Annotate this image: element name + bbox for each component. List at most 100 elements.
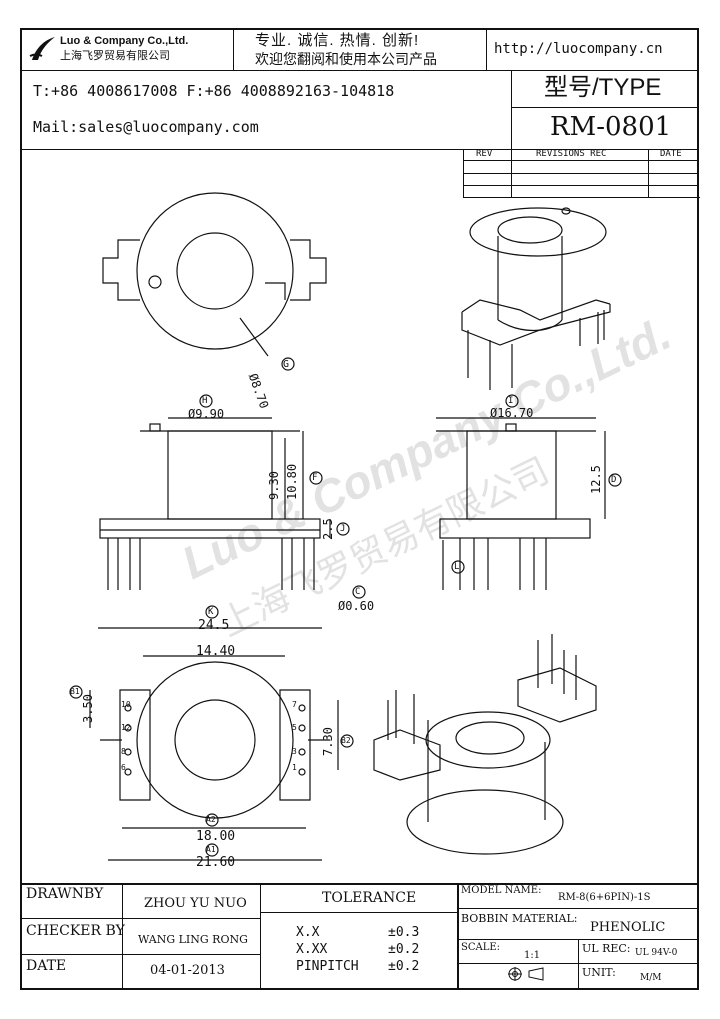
- slogan-line-2: 欢迎您翻阅和使用本公司产品: [255, 51, 437, 67]
- model-name-value: RM-8(6+6PIN)-1S: [558, 892, 651, 903]
- company-name-cn: 上海飞罗贸易有限公司: [60, 50, 170, 62]
- bottom-view: [69, 605, 354, 861]
- scale-value: 1:1: [524, 950, 541, 961]
- pin-label: 1: [292, 763, 297, 772]
- header-bottom-line: [20, 149, 699, 150]
- footer-vline: [122, 883, 123, 990]
- label-a2-circle: [205, 813, 219, 827]
- website-link[interactable]: http://luocompany.cn: [494, 41, 663, 57]
- label-g-circle: [281, 357, 295, 371]
- dim-c-letter: C: [355, 587, 361, 597]
- dim-b1-letter: B1: [70, 687, 80, 696]
- iso-view-2: [373, 634, 597, 855]
- checker-value: WANG LING RONG: [138, 933, 248, 946]
- slogan-line-1: 专业. 诚信. 热情. 创新!: [255, 32, 420, 49]
- revisions-row-line: [463, 160, 699, 161]
- dim-h-value: Ø9.90: [188, 407, 225, 421]
- bobbin-material-value: PHENOLIC: [590, 920, 666, 935]
- footer-hline: [20, 954, 260, 955]
- tol-row-2-val: ±0.2: [388, 959, 420, 974]
- header-divider: [20, 70, 699, 71]
- tol-row-2-key: PINPITCH: [296, 959, 359, 974]
- tol-row-0-key: X.X: [296, 925, 320, 940]
- dim-a1-letter: A1: [206, 845, 216, 854]
- drawn-by-label: DRAWNBY: [26, 886, 104, 902]
- ul-rec-value: UL 94V-0: [635, 948, 678, 958]
- pin-label: 12: [121, 723, 131, 732]
- footer-hline: [260, 912, 457, 913]
- revisions-rec-header: REVISIONS REC: [536, 149, 607, 159]
- dim-l-letter: L: [454, 562, 460, 572]
- dim-b1-value: 3.50: [81, 694, 95, 723]
- dim-k-letter: K: [208, 607, 214, 617]
- label-c-circle: [352, 585, 366, 599]
- dim-c-value: Ø0.60: [338, 599, 375, 613]
- dim-b2-letter: B2: [341, 736, 351, 745]
- dim-a1-value: 21.60: [196, 855, 236, 870]
- revisions-col-line: [648, 149, 649, 197]
- unit-label: UNIT:: [582, 966, 616, 979]
- revisions-row-line: [463, 185, 699, 186]
- ul-rec-label: UL REC:: [582, 942, 631, 955]
- dim-top-value: 14.40: [196, 644, 236, 659]
- checker-label: CHECKER BY: [26, 923, 125, 939]
- rev-header: REV: [476, 149, 493, 159]
- dim-i-letter: I: [508, 396, 514, 406]
- label-l-circle: [451, 560, 465, 574]
- footer-vline: [457, 883, 459, 990]
- company-name-en: Luo & Company Co.,Ltd.: [60, 35, 189, 47]
- label-f-circle: [309, 471, 323, 485]
- drawing-frame: [20, 28, 699, 990]
- pin-label: 7: [292, 700, 297, 709]
- dim-d-value: 12.5: [589, 465, 603, 494]
- bobbin-material-label: BOBBIN MATERIAL:: [461, 912, 578, 925]
- header-vline-3: [511, 70, 512, 149]
- pin-label: 3: [292, 747, 297, 756]
- label-h-circle: [199, 394, 213, 408]
- pin-label: 5: [292, 723, 297, 732]
- date-value: 04-01-2013: [150, 963, 225, 978]
- front-view: [99, 394, 366, 599]
- revisions-col-line: [511, 149, 512, 197]
- label-b1-circle: [69, 685, 83, 699]
- footer-hline: [457, 908, 699, 909]
- dim-h-letter: H: [202, 396, 208, 406]
- footer-top-line: [20, 883, 699, 885]
- footer-vline: [578, 939, 579, 990]
- dim-g-letter: G: [283, 359, 290, 370]
- iso-view-1: [461, 207, 611, 390]
- model-number: RM-0801: [550, 112, 672, 142]
- date-label: DATE: [26, 958, 67, 974]
- drawn-by-value: ZHOU YU NUO: [144, 896, 247, 911]
- footer-hline: [20, 918, 260, 919]
- dim-b2-value: 7.30: [321, 727, 335, 756]
- dim-d-letter: D: [611, 475, 617, 485]
- date-header: DATE: [660, 149, 682, 159]
- footer-vline: [260, 883, 261, 990]
- header-vline-1: [233, 28, 234, 70]
- tolerance-label: TOLERANCE: [322, 890, 417, 906]
- label-a1-circle: [205, 843, 219, 857]
- dim-a2-value: 18.00: [196, 829, 236, 844]
- header-vline-2: [486, 28, 487, 70]
- label-i-circle: [505, 394, 519, 408]
- dim-i-value: Ø16.70: [490, 406, 534, 420]
- label-j-circle: [336, 522, 350, 536]
- company-logo-icon: [29, 37, 55, 60]
- dim-f-value: 10.80: [285, 463, 299, 500]
- tol-row-0-val: ±0.3: [388, 925, 420, 940]
- mail-address[interactable]: Mail:sales@luocompany.com: [33, 118, 259, 136]
- pin-label: 8: [121, 747, 126, 756]
- pin-label: 10: [121, 700, 131, 709]
- top-view: [102, 192, 327, 371]
- dim-j-value: 2.5: [321, 518, 335, 540]
- tol-row-1-val: ±0.2: [388, 942, 420, 957]
- type-label: 型号/TYPE: [544, 74, 662, 101]
- unit-value: M/M: [640, 973, 662, 983]
- revisions-row-line: [463, 173, 699, 174]
- phone-fax: T:+86 4008617008 F:+86 4008892163-104818: [33, 82, 395, 100]
- tol-row-1-key: X.XX: [296, 942, 328, 957]
- label-d-circle: [608, 473, 622, 487]
- pin-label: 6: [121, 763, 126, 772]
